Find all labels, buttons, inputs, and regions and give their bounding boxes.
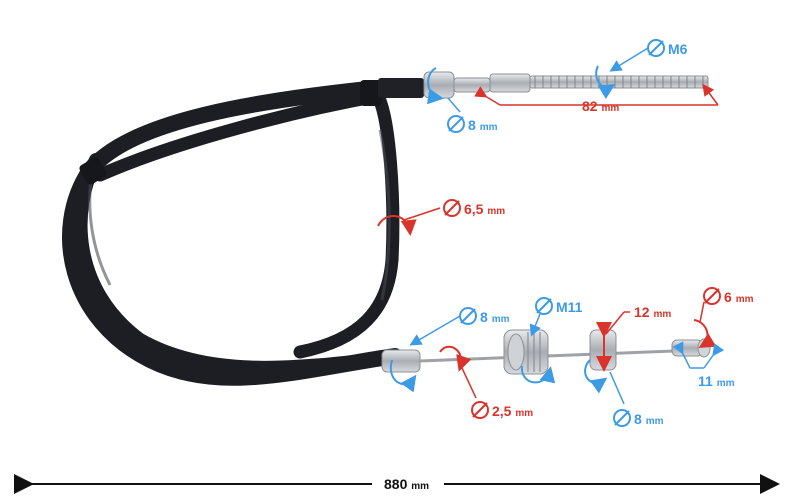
diameter-icon	[613, 409, 631, 427]
rotation-arrow-icon	[595, 65, 616, 100]
top-cable-end	[378, 71, 709, 99]
svg-text:M6: M6	[668, 41, 688, 57]
rotation-arrow-icon	[439, 345, 472, 372]
diameter-icon	[471, 401, 489, 419]
dimension-mid-6-5mm: 6,5 mm	[377, 199, 505, 236]
rotation-arrow-icon	[584, 359, 608, 394]
svg-text:8 mm: 8 mm	[468, 117, 498, 133]
dimension-bot-6mm: 6 mm	[693, 287, 754, 349]
svg-text:11 mm: 11 mm	[698, 373, 735, 389]
svg-text:2,5 mm: 2,5 mm	[492, 403, 533, 419]
diameter-icon	[447, 115, 465, 133]
rotation-arrow-icon	[426, 67, 444, 105]
svg-text:6 mm: 6 mm	[724, 289, 754, 305]
dimension-top-82mm: 82 mm	[474, 83, 719, 114]
diameter-icon	[443, 199, 461, 217]
rotation-arrow-icon	[520, 365, 556, 384]
dimension-bot-m11: M11	[520, 297, 583, 384]
cable-housing	[62, 80, 403, 386]
dimension-bot-12mm: 12 mm	[596, 304, 671, 372]
diameter-icon	[703, 287, 721, 305]
dimension-bot-2-5mm: 2,5 mm	[439, 345, 533, 419]
dimension-bot-8mm: 8 mm	[389, 307, 510, 393]
dimension-top-m6: M6	[595, 39, 688, 100]
diameter-icon	[535, 297, 553, 315]
rotation-arrow-icon	[389, 359, 417, 393]
dimension-total-length: 880 mm	[14, 474, 780, 494]
svg-text:6,5 mm: 6,5 mm	[464, 201, 505, 217]
dimension-top-8mm: 8 mm	[426, 67, 498, 133]
svg-text:M11: M11	[556, 299, 583, 315]
dimension-bot-11mm: 11 mm	[672, 341, 735, 389]
rotation-arrow-icon	[377, 215, 417, 236]
svg-text:8 mm: 8 mm	[634, 411, 664, 427]
svg-text:880 mm: 880 mm	[384, 476, 429, 492]
dimension-bot-8mm-barrel: 8 mm	[584, 359, 664, 427]
rotation-arrow-icon	[693, 319, 717, 349]
svg-text:82 mm: 82 mm	[582, 98, 619, 114]
svg-text:12 mm: 12 mm	[634, 304, 671, 320]
bottom-cable-end	[381, 329, 711, 375]
svg-text:8 mm: 8 mm	[480, 309, 510, 325]
